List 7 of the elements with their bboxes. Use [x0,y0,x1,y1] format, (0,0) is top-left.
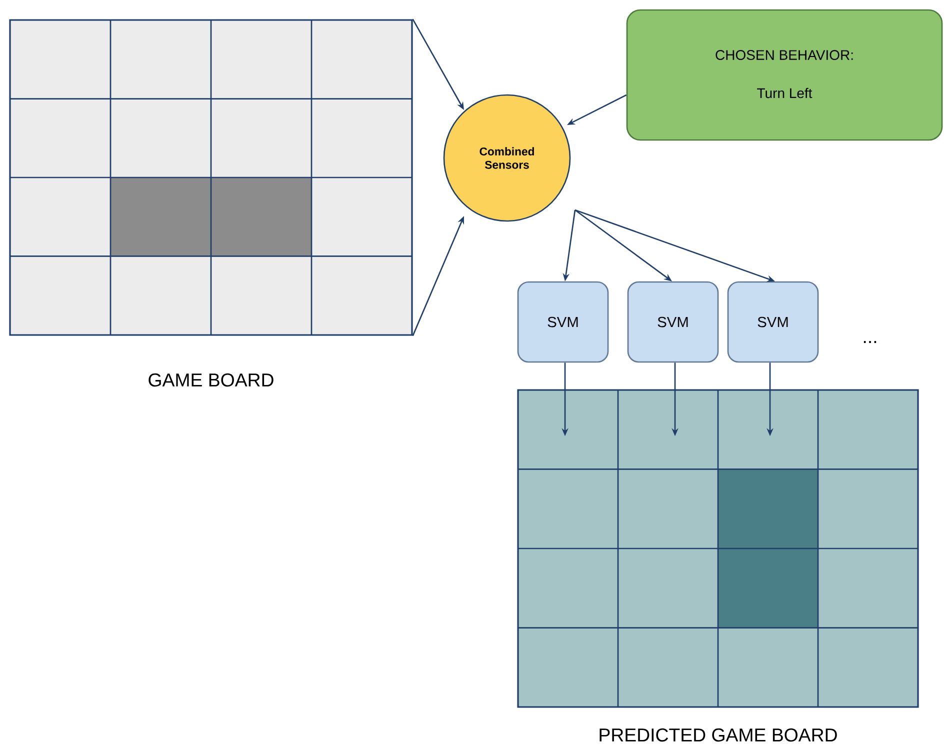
ellipsis: ... [864,341,876,343]
svm-box: SVM [727,281,819,363]
board-title: GAME BOARD [148,373,274,387]
svm-box: SVM [627,281,719,363]
board-title: PREDICTED GAME BOARD [600,728,837,742]
svm-box: SVM [517,281,609,363]
behavior-box: CHOSEN BEHAVIOR: Turn Left [626,9,943,141]
